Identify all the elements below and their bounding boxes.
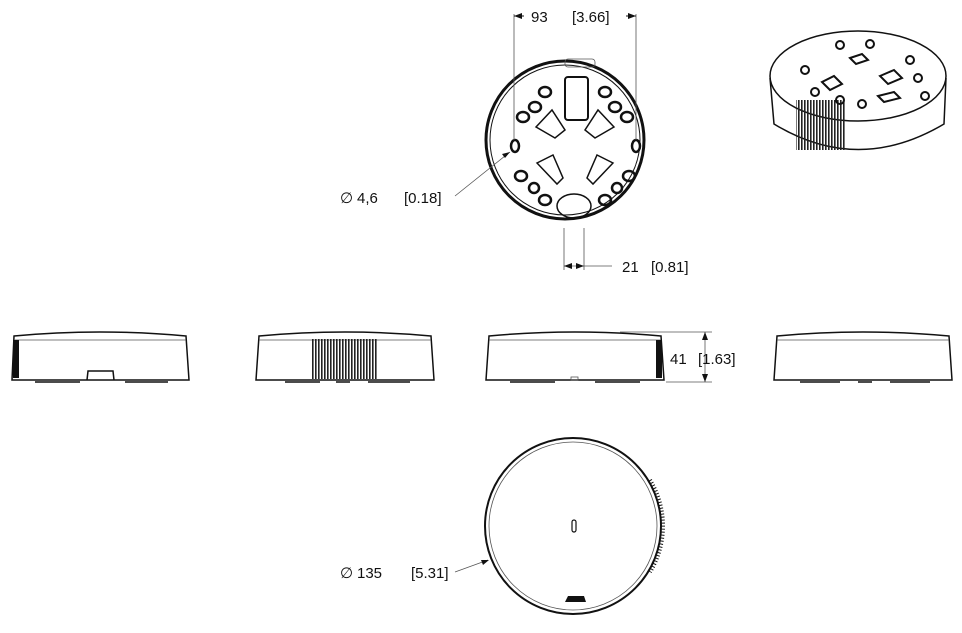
side-view-2	[255, 331, 435, 383]
hole-mm-label: 4,6	[357, 190, 378, 207]
diameter-symbol: ∅	[340, 565, 353, 582]
top-view: 93 [3.66] ∅ 4,6 [0.18] 21 [0.81]	[340, 9, 689, 276]
side-view-3: 41 [1.63]	[485, 331, 736, 383]
mounting-holes	[509, 85, 642, 207]
slot-in-label: [0.81]	[651, 259, 689, 276]
width-mm-label: 93	[531, 9, 548, 26]
side-view-4	[773, 331, 953, 383]
side-view-1	[11, 331, 190, 383]
diameter-mm-label: 135	[357, 565, 382, 582]
hole-in-label: [0.18]	[404, 190, 442, 207]
bottom-view: ∅ 135 [5.31]	[340, 437, 665, 615]
diameter-in-label: [5.31]	[411, 565, 449, 582]
height-mm-label: 41	[670, 351, 687, 368]
logo-mark	[565, 596, 586, 602]
slot-mm-label: 21	[622, 259, 639, 276]
width-in-label: [3.66]	[572, 9, 610, 26]
hole-diameter-symbol: ∅	[340, 190, 353, 207]
isometric-view	[769, 30, 947, 151]
height-in-label: [1.63]	[698, 351, 736, 368]
